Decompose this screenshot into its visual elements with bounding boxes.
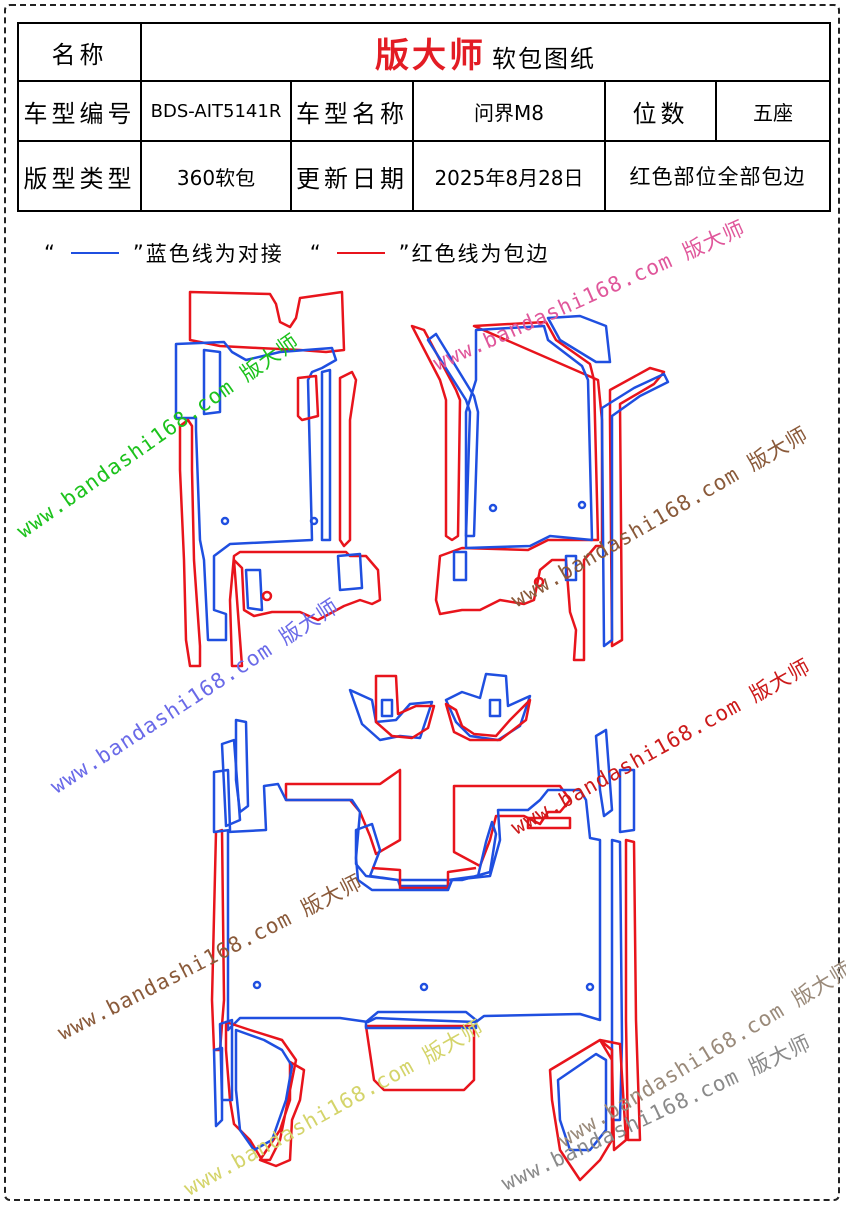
front-left-hole-2 — [309, 516, 319, 526]
rear-center-red-slot — [526, 816, 572, 830]
rear-hole-2 — [419, 982, 429, 992]
model-row: 车型编号 BDS-AIT5141R 车型名称 问界M8 位数 五座 — [17, 80, 832, 142]
rear-right-quarter-red — [548, 1038, 628, 1182]
rear-left-blue-inner — [212, 738, 242, 834]
front-left-bottom-red — [228, 550, 382, 668]
center-left-blue-wedge — [348, 688, 434, 742]
front-left-blue-inner — [202, 348, 222, 416]
front-left-bottom-blue — [244, 552, 364, 612]
front-right-hole-red — [533, 576, 545, 588]
update-date-value: 2025年8月28日 — [412, 140, 606, 212]
doc-subtitle: 软包图纸 — [492, 44, 597, 73]
pattern-type-value: 360软包 — [140, 140, 292, 212]
front-right-blue-cap — [546, 314, 612, 364]
rear-hole-3 — [585, 982, 595, 992]
seats-label: 位数 — [604, 80, 717, 142]
center-left-red-wedge — [374, 674, 436, 740]
rear-right-quarter-blue — [556, 1052, 608, 1152]
center-right-blue-wedge — [444, 672, 532, 742]
rear-hole-1 — [252, 980, 262, 990]
rear-mat — [210, 718, 642, 1182]
rear-center-red-bottom — [371, 866, 477, 890]
model-name-value: 问界M8 — [412, 80, 606, 142]
rear-left-quarter-blue — [212, 1028, 294, 1152]
legend-blue-close-quote: ” — [132, 241, 146, 265]
front-right-hole-2 — [577, 500, 587, 510]
front-left-hole-1 — [220, 516, 230, 526]
center-left-slot — [380, 698, 394, 718]
front-right-red-body — [434, 320, 604, 662]
title-row: 名称 版大师软包图纸 — [17, 22, 832, 82]
rear-center-blue-body — [354, 820, 498, 888]
model-code-label: 车型编号 — [17, 80, 142, 142]
front-left-blue-body — [174, 340, 338, 642]
front-left-red-strip — [338, 370, 358, 548]
rear-left-blue-tab — [234, 718, 250, 814]
rear-left-blue-body — [226, 782, 602, 1032]
rear-right-inner-blue — [218, 1018, 234, 1102]
legend-blue-open-quote: “ — [44, 241, 57, 265]
front-right-blue-pads — [452, 550, 578, 582]
edge-note: 红色部位全部包边 — [603, 140, 832, 212]
info-table: 名称 版大师软包图纸 车型编号 BDS-AIT5141R 车型名称 问界M8 位… — [17, 22, 832, 212]
front-left-red-outer — [178, 418, 202, 668]
blue-line-swatch — [70, 252, 119, 254]
center-right-red-wedge — [444, 698, 532, 742]
front-right-mat — [410, 314, 670, 662]
title-cell: 版大师软包图纸 — [139, 22, 832, 82]
front-right-blue-body — [464, 324, 594, 550]
rear-right-red-side — [624, 838, 642, 1142]
brand-title: 版大师 — [375, 35, 487, 76]
center-pieces — [348, 672, 532, 742]
seats-value: 五座 — [714, 80, 832, 142]
rear-left-quarter-red — [224, 1020, 306, 1168]
front-left-hole-red — [261, 590, 273, 602]
type-row: 版型类型 360软包 更新日期 2025年8月28日 红色部位全部包边 — [17, 140, 832, 212]
pattern-type-label: 版型类型 — [17, 140, 142, 212]
front-right-red-edge — [608, 366, 666, 648]
rear-center-blue-cap — [364, 1010, 478, 1030]
front-left-red-pad — [296, 374, 320, 422]
rear-right-blue-tab — [594, 728, 636, 834]
center-right-slot — [488, 698, 502, 718]
update-date-label: 更新日期 — [290, 140, 414, 212]
legend-red-text: 红色线为包边 — [411, 242, 550, 266]
red-line-swatch — [336, 252, 385, 254]
front-right-blue-side — [600, 372, 670, 648]
name-label: 名称 — [17, 22, 142, 82]
front-left-red-edge — [188, 290, 346, 354]
rear-center-red-box — [364, 1024, 476, 1092]
legend-blue-text: 蓝色线为对接 — [145, 242, 284, 266]
model-code-value: BDS-AIT5141R — [140, 80, 292, 142]
legend-red-open-quote: “ — [309, 241, 323, 265]
front-right-hole-1 — [488, 503, 498, 513]
front-left-blue-strip — [320, 368, 332, 542]
model-name-label: 车型名称 — [290, 80, 414, 142]
legend: “ ” 蓝色线为对接 “ ” 红色线为包边 — [44, 238, 550, 268]
page-border — [4, 4, 840, 1201]
front-left-mat — [174, 290, 382, 668]
legend-red-close-quote: ” — [398, 241, 412, 265]
